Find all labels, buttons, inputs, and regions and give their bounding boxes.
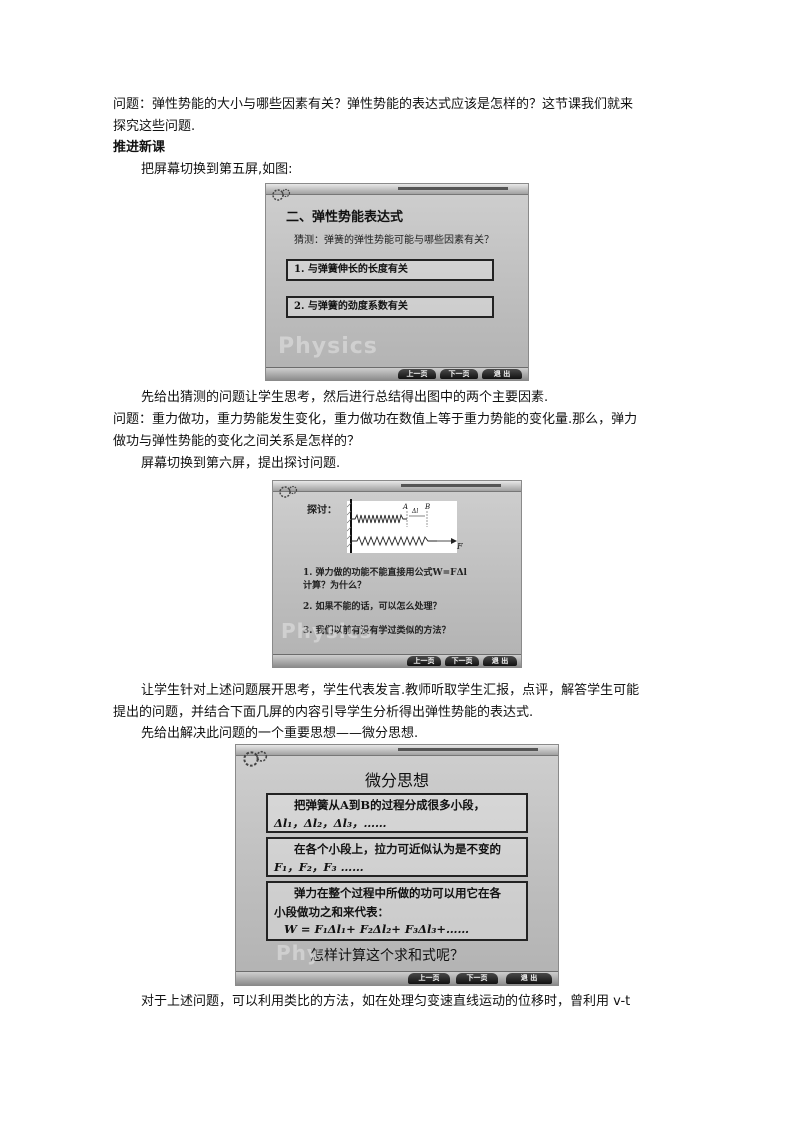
slide7-watermark: Phy [276,941,321,965]
slide7-box2-line1: 在各个小段上，拉力可近似认为是不变的 [294,842,501,856]
label-b: B [424,503,430,511]
label-delta-l: Δl [411,508,418,515]
slide5-question: 猜测：弹簧的弹性势能可能与哪些因素有关？ [294,235,494,246]
label-a: A [402,503,408,511]
gear-icon [243,750,268,767]
slide7-box-3: 弹力在整个过程中所做的功可以用它在各 小段做功之和来代表： W = F₁Δl₁+… [266,881,528,941]
slide-screenshot-5: 二、弹性势能表达式 猜测：弹簧的弹性势能可能与哪些因素有关？ 1. 与弹簧伸长的… [265,183,529,381]
slide6-label: 探讨： [307,505,337,516]
prev-page-button[interactable]: 上一页 [398,369,436,379]
slide-nav-bar: 上一页 下一页 退 出 [273,654,521,667]
prev-page-button[interactable]: 上一页 [408,973,450,984]
slide-nav-bar: 上一页 下一页 退 出 [266,367,528,380]
paragraph-question-1-line1: 问题：弹性势能的大小与哪些因素有关？弹性势能的表达式应该是怎样的？这节课我们就来 [113,97,634,112]
paragraph-question-2-line2: 做功与弹性势能的变化之间关系是怎样的？ [113,434,361,449]
wall-hatch [347,502,352,548]
exit-button[interactable]: 退 出 [483,656,517,666]
slide-nav-bar: 上一页 下一页 退 出 [236,971,558,985]
slide7-box1-line1: 把弹簧从A到B的过程分成很多小段， [294,798,486,812]
paragraph-discussion-line2: 提出的问题，并结合下面几屏的内容引导学生分析得出弹性势能的表达式. [113,705,534,720]
slide7-box-2: 在各个小段上，拉力可近似认为是不变的 F₁，F₂，F₃ …… [266,837,528,877]
paragraph-analogy: 对于上述问题，可以利用类比的方法，如在处理匀变速直线运动的位移时，曾利用 v-t [141,994,631,1009]
slide6-q2: 2. 如果不能的话，可以怎么处理？ [303,602,442,612]
gear-icon [279,485,298,498]
slide5-factor-box-1: 1. 与弹簧伸长的长度有关 [286,259,494,281]
gear-icon [272,188,291,201]
slide6-q1-line1: 1. 弹力做的功能不能直接用公式W=FΔl [303,568,467,578]
paragraph-question-2-line1: 问题：重力做功，重力势能发生变化，重力做功在数值上等于重力势能的变化量.那么，弹… [113,412,638,427]
slide-top-strip [401,484,501,487]
prev-page-button[interactable]: 上一页 [407,656,441,666]
paragraph-discussion-line1: 让学生针对上述问题展开思考，学生代表发言.教师听取学生汇报，点评，解答学生可能 [141,683,640,698]
slide7-box-1: 把弹簧从A到B的过程分成很多小段， Δl₁，Δl₂，Δl₃，…… [266,793,528,833]
slide5-factor-1-text: 1. 与弹簧伸长的长度有关 [294,264,408,275]
slide-top-strip [398,748,538,751]
slide7-title: 微分思想 [364,771,429,790]
next-page-button[interactable]: 下一页 [456,973,498,984]
exit-button[interactable]: 退 出 [482,369,522,379]
force-arrow-head [451,538,457,544]
spring-diagram: A Δl B F [347,499,463,553]
slide-top-bar [266,184,528,195]
paragraph-switch-screen-5: 把屏幕切换到第五屏,如图: [141,162,293,177]
slide-screenshot-7: 微分思想 把弹簧从A到B的过程分成很多小段， Δl₁，Δl₂，Δl₃，…… 在各… [235,744,559,986]
slide5-watermark: Physics [278,334,378,359]
slide6-q3: 3. 我们以前有没有学过类似的方法？ [303,626,451,636]
label-f: F [456,542,463,551]
spring-lower [351,535,437,547]
section-heading: 推进新课 [113,140,166,155]
exit-button[interactable]: 退 出 [506,973,552,984]
slide7-box3-line2: 小段做功之和来代表： [274,905,389,919]
slide5-factor-2-text: 2. 与弹簧的劲度系数有关 [294,301,408,312]
paragraph-differential-idea: 先给出解决此问题的一个重要思想——微分思想. [141,726,419,741]
slide-top-bar [236,745,558,756]
slide7-question: 怎样计算这个求和式呢？ [310,948,464,964]
spring-upper [351,513,407,524]
next-page-button[interactable]: 下一页 [445,656,479,666]
slide5-title: 二、弹性势能表达式 [286,210,404,225]
slide6-q1-line2: 计算？为什么？ [303,581,367,591]
slide-screenshot-6: 探讨： A Δl B F 1. 弹力做的功能不能直接用公式W=FΔl 计算？为什… [272,480,522,668]
slide5-factor-box-2: 2. 与弹簧的劲度系数有关 [286,296,494,318]
slide7-box3-line3: W = F₁Δl₁+ F₂Δl₂+ F₃Δl₃+…… [284,922,470,936]
paragraph-question-1-line2: 探究这些问题. [113,119,196,134]
slide7-box2-line2: F₁，F₂，F₃ …… [274,860,364,874]
slide-top-bar [273,481,521,492]
paragraph-switch-screen-6: 屏幕切换到第六屏，提出探讨问题. [141,456,341,471]
next-page-button[interactable]: 下一页 [440,369,478,379]
paragraph-guess: 先给出猜测的问题让学生思考，然后进行总结得出图中的两个主要因素. [141,390,549,405]
diagram-background [347,501,457,553]
slide7-box1-line2: Δl₁，Δl₂，Δl₃，…… [274,816,387,830]
slide6-watermark: Physics [281,619,373,643]
slide7-box3-line1: 弹力在整个过程中所做的功可以用它在各 [294,886,501,900]
slide-top-strip [398,187,508,190]
